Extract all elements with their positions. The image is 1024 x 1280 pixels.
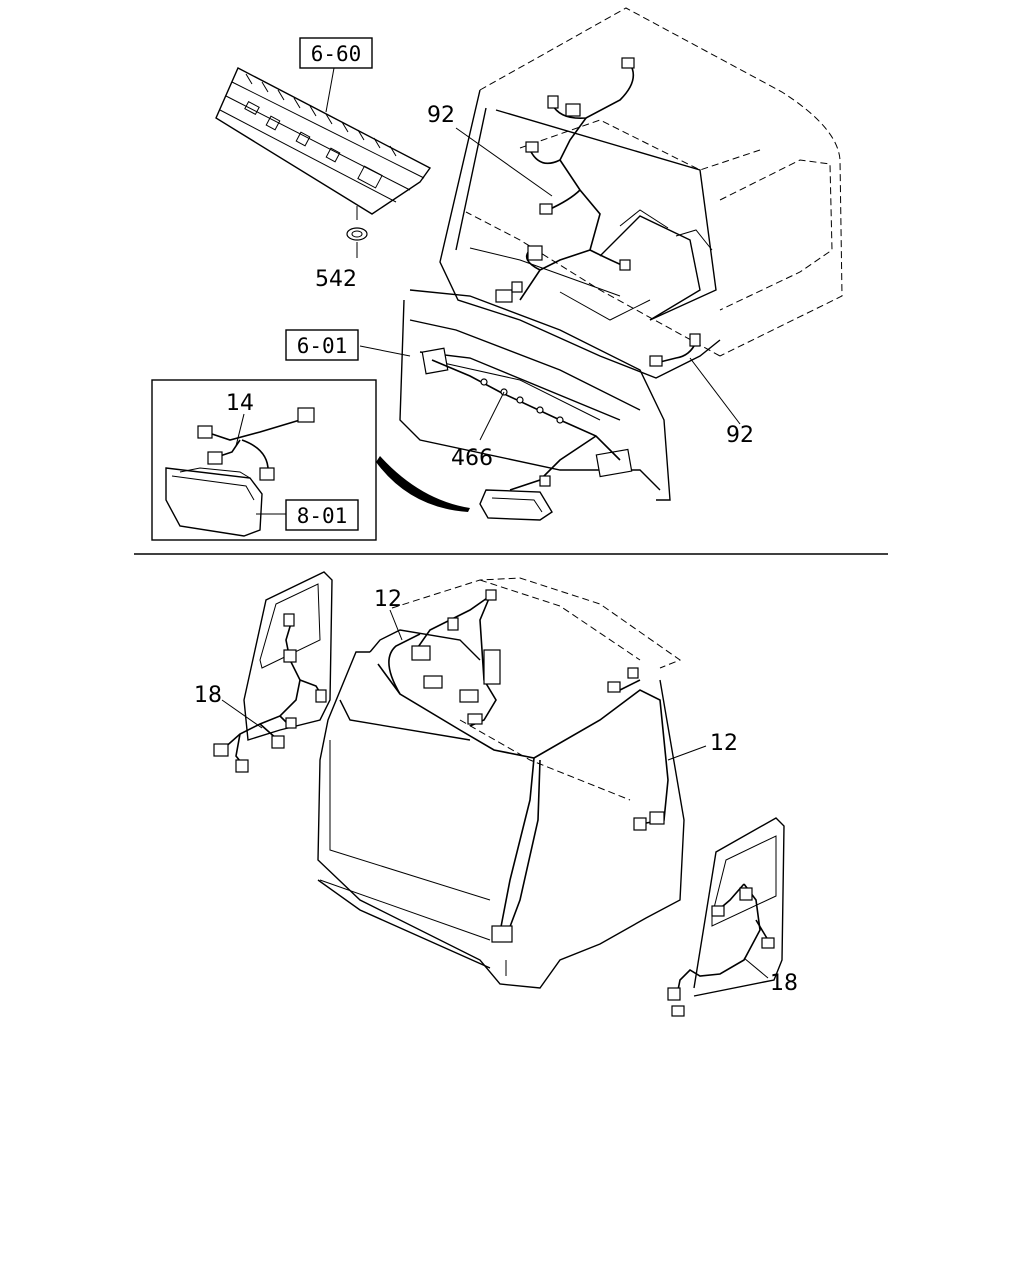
grommet-542 [346, 206, 368, 258]
ref-label-8-01: 8-01 [297, 504, 348, 528]
harness-92-dash [495, 57, 635, 303]
right-door [667, 817, 785, 1017]
harness-12 [377, 589, 669, 976]
callout-8-01: 8-01 [285, 499, 359, 531]
cab-rear-outline [317, 577, 685, 989]
part-label-92-right: 92 [726, 423, 754, 448]
harness-92-right [649, 333, 701, 367]
part-label-12-top: 12 [374, 587, 402, 612]
harness-466-bumper [431, 359, 621, 491]
ref-label-6-01: 6-01 [297, 334, 348, 358]
pointer-arrow [376, 456, 470, 512]
part-label-18-left: 18 [194, 683, 222, 708]
part-label-466: 466 [451, 446, 493, 471]
part-label-14: 14 [226, 391, 254, 416]
callout-6-01: 6-01 [285, 329, 359, 361]
left-door [213, 571, 333, 773]
front-grille-panel [215, 67, 432, 215]
part-label-18-right: 18 [770, 971, 798, 996]
part-label-92-top: 92 [427, 103, 455, 128]
inset-box [151, 379, 377, 541]
part-label-542: 542 [315, 267, 357, 292]
cab-front-outline [399, 7, 843, 501]
part-label-12-right: 12 [710, 731, 738, 756]
ref-label-6-60: 6-60 [311, 42, 362, 66]
fog-lamp [479, 489, 553, 521]
leader-lines [221, 67, 769, 979]
callout-6-60: 6-60 [299, 37, 373, 69]
